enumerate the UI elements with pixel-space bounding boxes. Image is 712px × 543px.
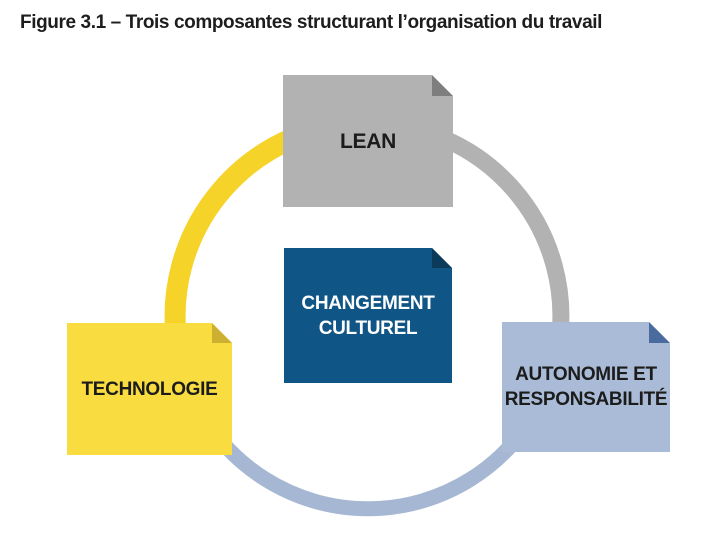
node-lean-label: LEAN	[283, 75, 453, 207]
node-technologie-label-text: TECHNOLOGIE	[81, 378, 218, 400]
node-autonomie-label-line2: RESPONSABILITÉ	[504, 389, 668, 410]
node-autonomie-label: AUTONOMIE ET RESPONSABILITÉ	[502, 322, 670, 452]
node-changement-label: CHANGEMENT CULTUREL	[284, 248, 452, 383]
node-autonomie-label-line1: AUTONOMIE ET	[515, 364, 657, 385]
node-changement-label-line2: CULTUREL	[318, 317, 418, 339]
node-changement-label-line1: CHANGEMENT	[301, 292, 435, 314]
figure-title: Figure 3.1 – Trois composantes structura…	[20, 12, 602, 33]
node-autonomie-background	[502, 322, 670, 452]
node-autonomie-responsabilite: AUTONOMIE ET RESPONSABILITÉ	[502, 322, 670, 452]
node-technologie: TECHNOLOGIE	[67, 323, 232, 455]
node-technologie-label: TECHNOLOGIE	[67, 323, 232, 455]
node-changement-background	[284, 248, 452, 383]
node-lean-label-text: LEAN	[340, 129, 396, 153]
node-changement-culturel: CHANGEMENT CULTUREL	[284, 248, 452, 383]
arc-bottom-blue	[194, 408, 542, 517]
node-lean-background	[283, 75, 453, 207]
node-lean: LEAN	[283, 75, 453, 207]
node-technologie-background	[67, 323, 232, 455]
